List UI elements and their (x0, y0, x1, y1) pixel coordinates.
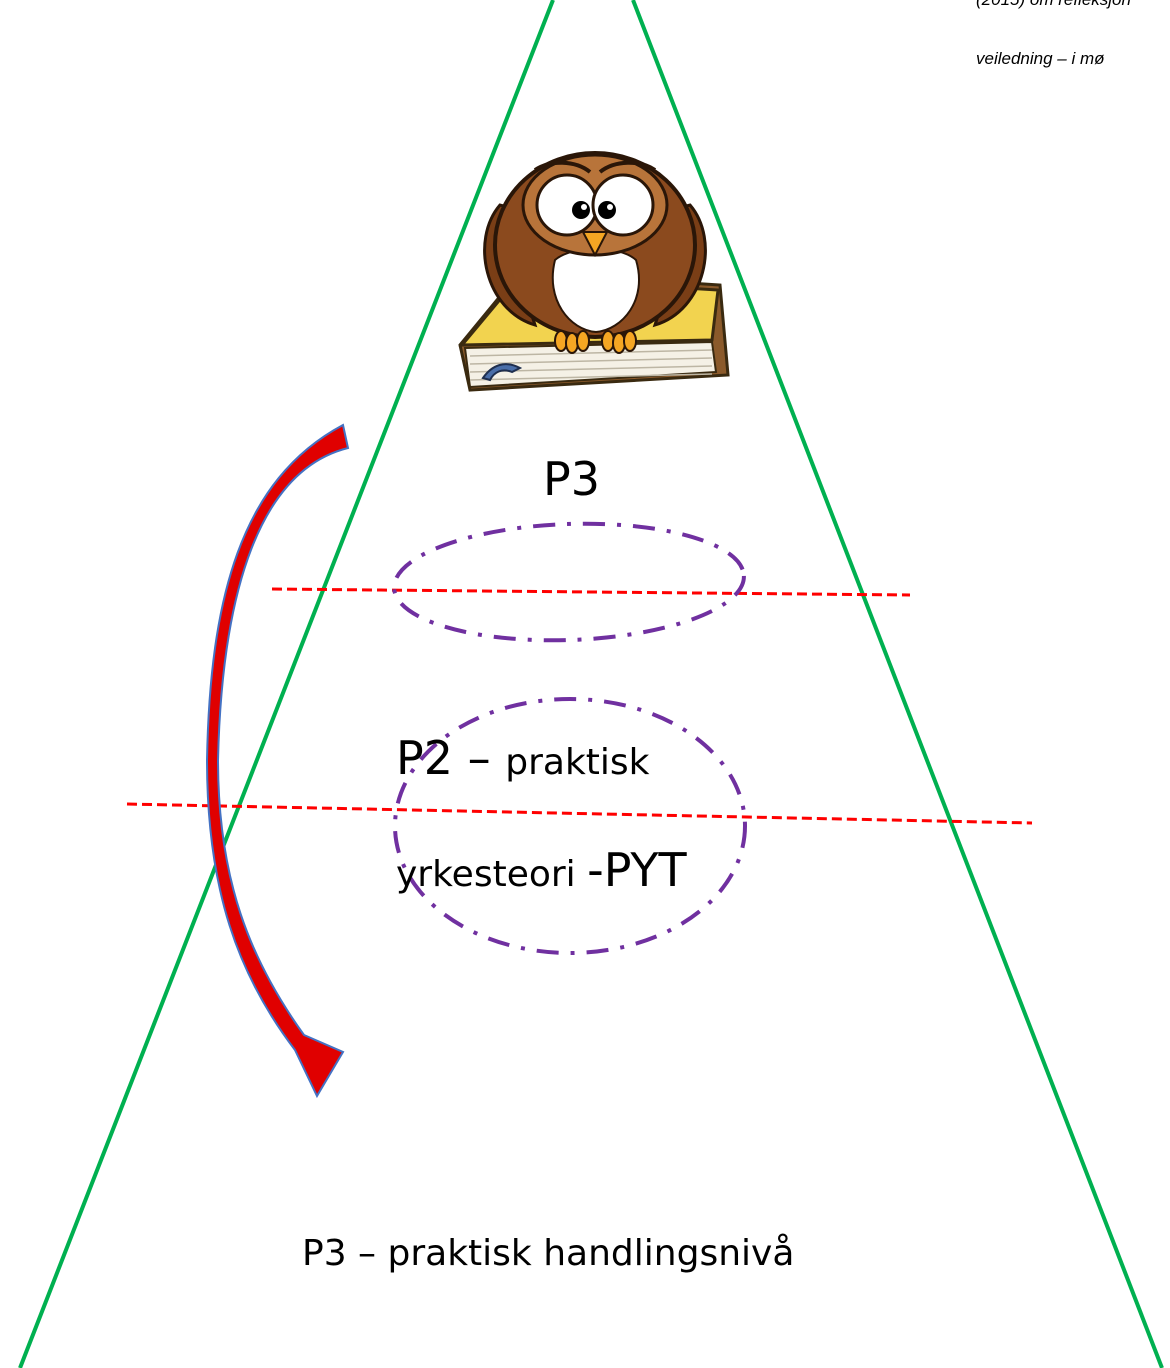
owl-on-book-icon (458, 151, 730, 392)
ellipse-lower (393, 697, 747, 955)
level-middle-small: praktisk (505, 742, 650, 783)
reference-line-2: veiledning – i mø (976, 49, 1105, 68)
level-bottom-label: P3 – praktisk handlingsnivå (302, 1233, 795, 1274)
level-middle-line2-small: yrkesteori (396, 854, 588, 895)
pyramid-left-side (18, 0, 555, 1368)
divider-upper (271, 587, 911, 597)
reference-line-1: (2015) om refleksjon (976, 0, 1131, 10)
level-top-label: P3 (543, 452, 601, 506)
level-middle-main: P2 – (396, 731, 506, 785)
curved-arrow (205, 423, 350, 1099)
level-middle-label-line2: yrkesteori -PYT (396, 843, 687, 897)
level-middle-line2-main: -PYT (587, 843, 687, 897)
pyramid-right-side (631, 0, 1164, 1368)
divider-lower (126, 802, 1033, 825)
level-middle-label-line1: P2 – praktisk (396, 731, 650, 785)
ellipse-upper (392, 521, 746, 643)
